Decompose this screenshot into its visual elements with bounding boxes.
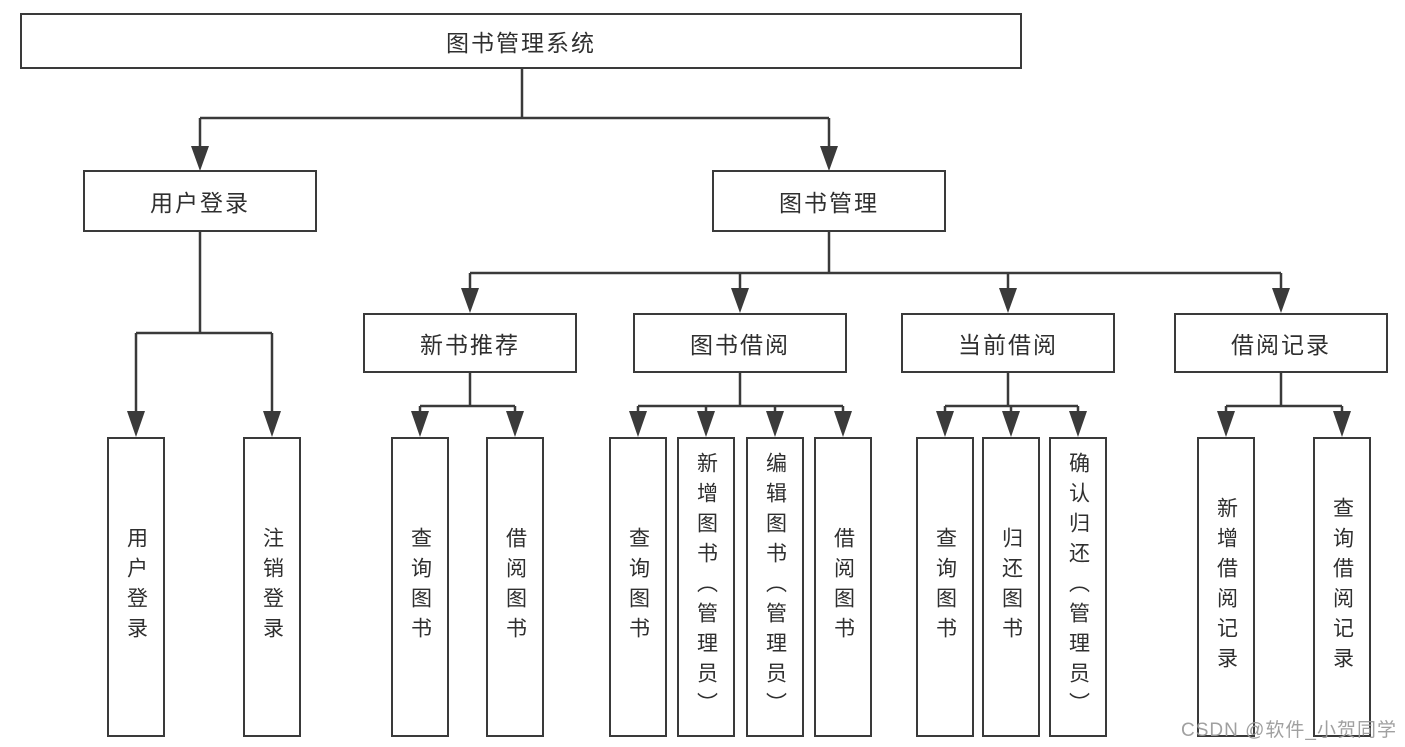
leaf-confirm-return-admin: 确认归还（管理员）: [1049, 437, 1107, 737]
leaf-add-borrow-record-label: 新增借阅记录: [1214, 497, 1238, 677]
leaf-query-books-borrow-label: 查询图书: [626, 527, 650, 647]
leaf-add-book-admin: 新增图书（管理员）: [677, 437, 735, 737]
node-borrow-records-label: 借阅记录: [1231, 332, 1331, 358]
node-new-book-recommend-label: 新书推荐: [420, 332, 520, 358]
node-borrow-records: 借阅记录: [1174, 313, 1388, 373]
node-book-management: 图书管理: [712, 170, 946, 232]
leaf-borrow-books-label: 借阅图书: [831, 527, 855, 647]
leaf-return-books: 归还图书: [982, 437, 1040, 737]
leaf-borrow-books-recommend-label: 借阅图书: [503, 527, 527, 647]
node-root-label: 图书管理系统: [446, 30, 596, 56]
leaf-logout-label: 注销登录: [260, 527, 284, 647]
leaf-query-books-current: 查询图书: [916, 437, 974, 737]
leaf-add-borrow-record: 新增借阅记录: [1197, 437, 1255, 737]
node-book-management-label: 图书管理: [779, 190, 879, 216]
node-current-borrow: 当前借阅: [901, 313, 1115, 373]
leaf-return-books-label: 归还图书: [999, 527, 1023, 647]
leaf-query-books-current-label: 查询图书: [933, 527, 957, 647]
node-current-borrow-label: 当前借阅: [958, 332, 1058, 358]
leaf-query-books-borrow: 查询图书: [609, 437, 667, 737]
node-book-borrow-label: 图书借阅: [690, 332, 790, 358]
node-user-login: 用户登录: [83, 170, 317, 232]
leaf-edit-book-admin-label: 编辑图书（管理员）: [763, 452, 787, 722]
node-user-login-label: 用户登录: [150, 190, 250, 216]
leaf-query-books-recommend-label: 查询图书: [408, 527, 432, 647]
node-root: 图书管理系统: [20, 13, 1022, 69]
leaf-query-books-recommend: 查询图书: [391, 437, 449, 737]
leaf-borrow-books: 借阅图书: [814, 437, 872, 737]
leaf-edit-book-admin: 编辑图书（管理员）: [746, 437, 804, 737]
leaf-user-login: 用户登录: [107, 437, 165, 737]
leaf-borrow-books-recommend: 借阅图书: [486, 437, 544, 737]
node-book-borrow: 图书借阅: [633, 313, 847, 373]
leaf-query-borrow-record-label: 查询借阅记录: [1330, 497, 1354, 677]
node-new-book-recommend: 新书推荐: [363, 313, 577, 373]
csdn-watermark: CSDN @软件_小贺同学: [1181, 720, 1397, 741]
leaf-user-login-label: 用户登录: [124, 527, 148, 647]
leaf-logout: 注销登录: [243, 437, 301, 737]
leaf-query-borrow-record: 查询借阅记录: [1313, 437, 1371, 737]
leaf-add-book-admin-label: 新增图书（管理员）: [694, 452, 718, 722]
leaf-confirm-return-admin-label: 确认归还（管理员）: [1066, 452, 1090, 722]
